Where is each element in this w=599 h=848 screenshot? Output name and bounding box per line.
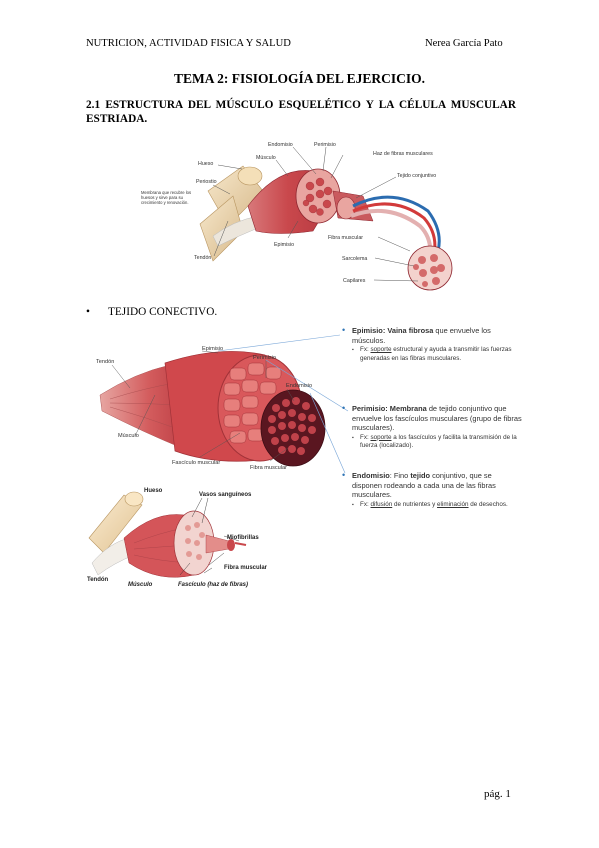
label-fibra-muscular: Fibra muscular	[328, 235, 363, 241]
header-author: Nerea García Pato	[425, 38, 503, 49]
endomisio-fx-keyword: difusión	[370, 500, 393, 508]
label-membrana-1: Membrana que recubre los	[141, 190, 191, 195]
label-hueso: Hueso	[198, 161, 213, 167]
bullet-tejido-conectivo: • TEJIDO CONECTIVO.	[86, 306, 217, 318]
connective-tissue-figure: Tendón Epimisio Perimisio Endomisio Músc…	[96, 334, 349, 474]
endomisio-fx-prefix: Fx:	[360, 500, 371, 508]
fascicle-detail-figure: Hueso Vasos sanguíneos Miofibrillas Fibr…	[87, 488, 268, 588]
page-title: TEMA 2: FISIOLOGÍA DEL EJERCICIO.	[174, 71, 425, 86]
label-fasciculo: Fascículo (haz de fibras)	[178, 582, 248, 588]
label-musculo: Músculo	[256, 155, 276, 161]
label-endomisio: Endomisio	[286, 383, 312, 389]
label-perimisio: Perimisio	[253, 355, 276, 361]
endomisio-fx-mid: de nutrientes y	[392, 500, 438, 508]
label-membrana-2: huesos y sirve para su	[141, 195, 184, 200]
label-capilares: Capilares	[343, 278, 366, 284]
label-haz-fibras: Haz de fibras musculares	[373, 151, 433, 157]
label-musculo: Músculo	[128, 582, 153, 588]
label-endomisio: Endomisio	[268, 142, 293, 148]
section-heading: 2.1 ESTRUCTURA DEL MÚSCULO ESQUELÉTICO Y…	[86, 99, 516, 125]
label-tendon: Tendón	[96, 359, 114, 365]
label-fibra-muscular: Fibra muscular	[250, 465, 287, 471]
perimisio-fx-text: a los fascículos y facilita la transmisi…	[360, 433, 517, 450]
label-periostio: Periostio	[196, 179, 217, 185]
label-membrana-3: crecimiento y renovación.	[141, 200, 188, 205]
label-epimisio: Epimisio	[202, 346, 223, 352]
label-sarcolema: Sarcolema	[342, 256, 367, 262]
label-tendon: Tendón	[87, 577, 109, 583]
label-vasos-sanguineos: Vasos sanguíneos	[199, 492, 252, 498]
label-perimisio: Perimisio	[314, 142, 336, 148]
term-perimisio: Perimisio	[352, 404, 386, 413]
label-hueso: Hueso	[144, 488, 163, 494]
fiber-cross-section	[407, 245, 453, 291]
epimisio-fx-keyword: soporte	[370, 346, 392, 354]
muscle-structure-figure: Endomisio Perimisio Haz de fibras muscul…	[141, 142, 453, 291]
note-perimisio: Perimisio: Membrana de tejido conjuntivo…	[342, 404, 522, 451]
header-course-title: NUTRICION, ACTIVIDAD FISICA Y SALUD	[86, 38, 291, 49]
note-endomisio: Endomisio: Fino tejido conjuntivo, que s…	[342, 471, 522, 510]
bullet-symbol: •	[86, 306, 90, 318]
term-epimisio: Epimisio	[352, 326, 383, 335]
label-fibra-muscular: Fibra muscular	[224, 565, 268, 571]
endomisio-definition: conjuntivo, que se disponen rodeando a c…	[352, 471, 496, 500]
term-endomisio: Endomisio	[352, 471, 390, 480]
perimisio-definition-bold: Membrana	[389, 404, 427, 413]
endomisio-fx-text: de desechos.	[468, 500, 508, 508]
label-tendon: Tendón	[194, 255, 211, 261]
bullet-text: TEJIDO CONECTIVO.	[108, 306, 218, 318]
note-epimisio: Epimisio: Vaina fibrosa que envuelve los…	[342, 326, 522, 363]
perimisio-fx-keyword: soporte	[370, 433, 392, 441]
endomisio-pre: : Fino	[389, 471, 411, 480]
epimisio-fx-prefix: Fx:	[360, 346, 371, 354]
perimisio-fx-prefix: Fx:	[360, 433, 371, 441]
bone-drawing	[199, 165, 264, 262]
endomisio-definition-bold: tejido	[410, 471, 431, 480]
epimisio-fx-text: estructural y ayuda a transmitir las fue…	[360, 346, 512, 362]
label-fasciculo-muscular: Fascículo muscular	[172, 460, 220, 466]
epimisio-definition-bold: Vaina fibrosa	[387, 326, 434, 335]
label-tejido-conjuntivo: Tejido conjuntivo	[397, 173, 436, 179]
bone-drawing	[88, 494, 143, 554]
endomisio-fx-keyword-2: eliminación	[437, 500, 469, 508]
epimisio-definition: que envuelve los músculos.	[352, 326, 491, 345]
label-epimisio: Epimisio	[274, 242, 294, 248]
perimisio-definition: de tejido conjuntivo que envuelve los fa…	[352, 404, 522, 433]
page-number: pág. 1	[484, 788, 511, 800]
label-musculo: Músculo	[118, 433, 139, 439]
label-miofibrillas: Miofibrillas	[227, 535, 259, 541]
